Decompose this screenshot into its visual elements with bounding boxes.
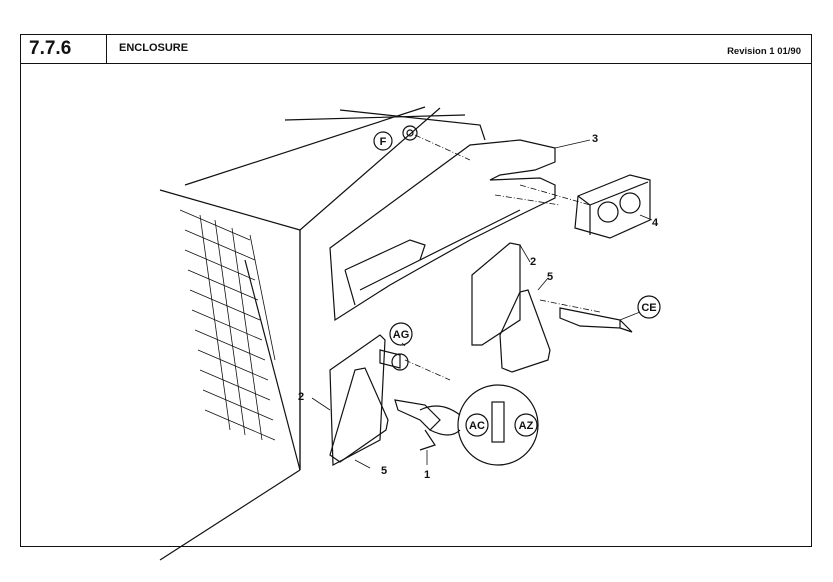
svg-text:AC: AC bbox=[469, 420, 485, 432]
ce-pin bbox=[559, 307, 633, 333]
callout-ac: AC bbox=[465, 413, 489, 437]
part-4-lamp bbox=[574, 174, 651, 239]
callout-leaders bbox=[311, 139, 653, 469]
part-1-clip bbox=[394, 399, 441, 451]
svg-text:AG: AG bbox=[393, 329, 410, 341]
enclosure-body bbox=[159, 106, 486, 561]
callout-ce: CE bbox=[637, 295, 661, 319]
leader-lines bbox=[404, 134, 601, 381]
callout-2-upper: 2 bbox=[530, 256, 536, 268]
part-3-guard bbox=[329, 139, 556, 322]
svg-text:F: F bbox=[380, 136, 387, 148]
page-title: ENCLOSURE bbox=[119, 42, 189, 54]
part-2-upper-bracket bbox=[471, 242, 521, 346]
page-frame: 7.7.6 ENCLOSURE Revision 1 01/90 bbox=[20, 34, 812, 547]
callout-4: 4 bbox=[652, 217, 659, 229]
detail-circle bbox=[419, 384, 539, 466]
svg-text:AZ: AZ bbox=[519, 420, 534, 432]
callout-2-lower: 2 bbox=[298, 391, 304, 403]
svg-text:CE: CE bbox=[641, 302, 656, 314]
callout-az: AZ bbox=[514, 413, 538, 437]
f-nut bbox=[402, 125, 418, 141]
callout-ag: AG bbox=[389, 322, 413, 346]
ag-bolt bbox=[379, 349, 409, 371]
callout-5-lower: 5 bbox=[381, 465, 387, 477]
callout-f: F bbox=[373, 131, 393, 151]
page-header: 7.7.6 ENCLOSURE Revision 1 01/90 bbox=[21, 35, 811, 64]
part-5-upper-plate bbox=[499, 289, 551, 373]
part-5-lower-plate bbox=[329, 367, 389, 463]
callout-5-upper: 5 bbox=[547, 271, 553, 283]
part-2-lower-bracket bbox=[329, 334, 386, 466]
callout-1: 1 bbox=[424, 469, 430, 481]
callout-3: 3 bbox=[592, 133, 598, 145]
section-number: 7.7.6 bbox=[21, 35, 107, 63]
revision-label: Revision 1 01/90 bbox=[727, 46, 801, 57]
